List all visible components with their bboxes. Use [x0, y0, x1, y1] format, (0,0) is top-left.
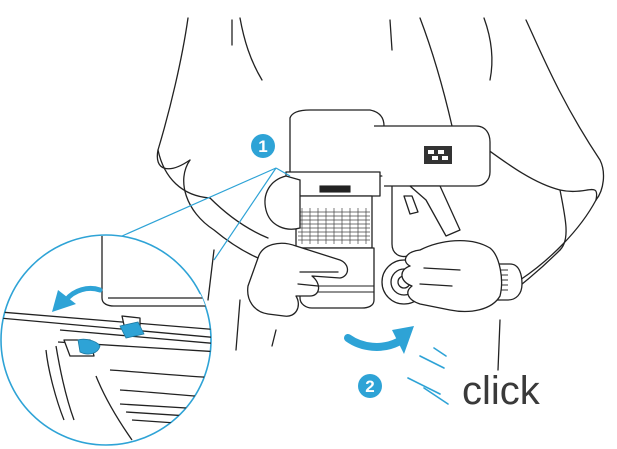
latch-highlight — [119, 321, 145, 339]
release-latch-arrow-icon — [344, 326, 414, 354]
click-label: click — [462, 369, 541, 413]
step-badge-1: 1 — [251, 134, 275, 158]
handle-label-icon — [424, 146, 452, 164]
rotate-arrow-icon — [52, 285, 103, 312]
callout-leader — [103, 167, 291, 261]
filter-mesh — [298, 208, 370, 244]
step-number-2: 2 — [365, 377, 374, 396]
step-badge-2: 2 — [358, 374, 382, 398]
click-sound-lines-icon — [407, 347, 449, 405]
step-number-1: 1 — [258, 137, 267, 156]
person-shirt-outline — [156, 17, 605, 371]
handle-grip — [391, 185, 461, 258]
right-hand — [401, 239, 503, 313]
latch-highlight-lower — [77, 338, 101, 355]
left-hand — [247, 242, 349, 317]
detail-magnifier — [0, 234, 212, 446]
release-button — [264, 175, 301, 230]
